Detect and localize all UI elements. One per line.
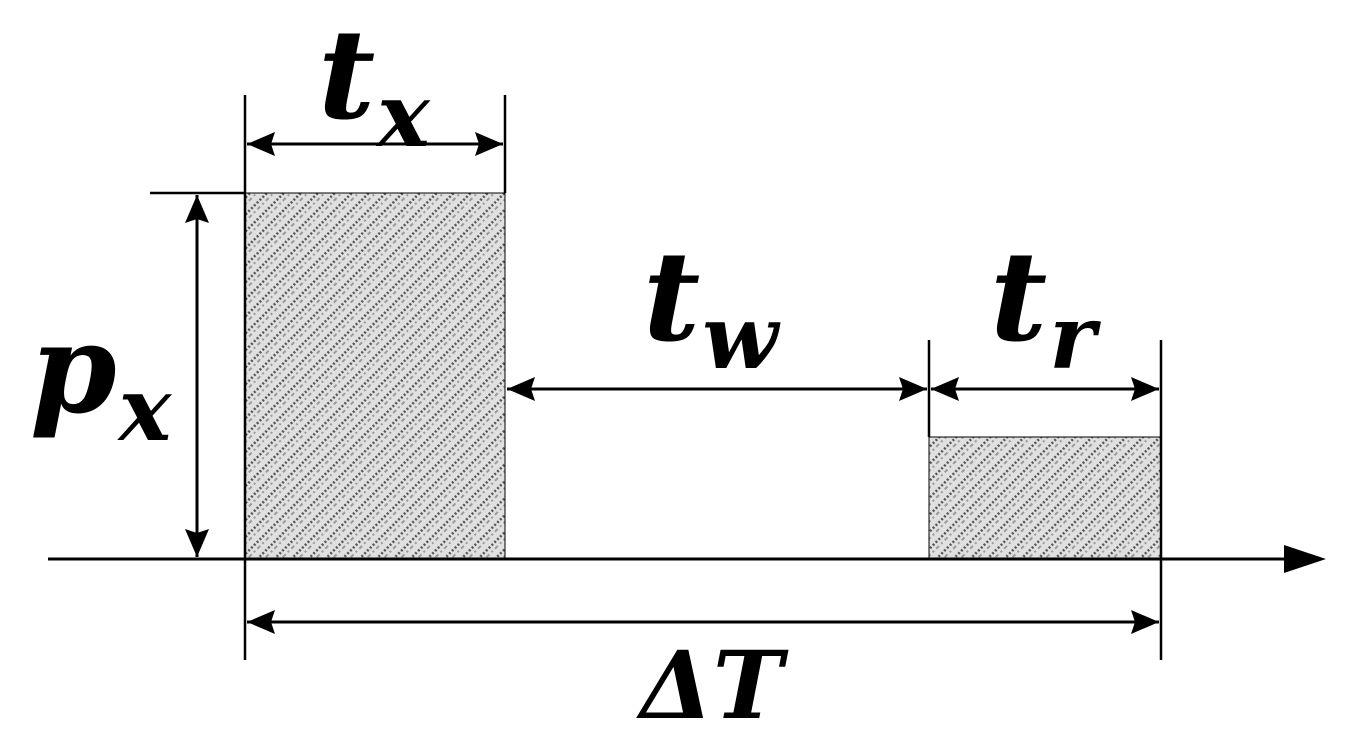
label-tr: tr: [990, 225, 1101, 389]
arrow-up-icon: [185, 195, 209, 223]
label-px: px: [30, 297, 173, 461]
delta-t-dimension: [247, 610, 1159, 634]
time-axis: [48, 545, 1326, 573]
label-tw: tw: [643, 225, 781, 389]
label-delta-t: ΔT: [636, 631, 789, 741]
arrow-right-icon: [899, 377, 927, 401]
arrow-down-icon: [185, 529, 209, 557]
arrow-left-icon: [247, 132, 275, 156]
arrow-right-icon: [475, 132, 503, 156]
arrow-right-icon: [1131, 610, 1159, 634]
arrow-right-icon: [1131, 377, 1159, 401]
extension-lines: [150, 95, 1163, 660]
arrow-left-icon: [931, 377, 959, 401]
axis-arrow-icon: [1284, 545, 1326, 573]
pulse-block-small: [928, 436, 1162, 560]
tx-dimension: [247, 132, 503, 156]
label-tx: tx: [318, 3, 431, 167]
arrow-left-icon: [247, 610, 275, 634]
tr-dimension: [931, 377, 1159, 401]
px-dimension: [185, 195, 209, 557]
pulse-block-large: [244, 192, 506, 560]
tw-dimension: [507, 377, 927, 401]
arrow-left-icon: [507, 377, 535, 401]
